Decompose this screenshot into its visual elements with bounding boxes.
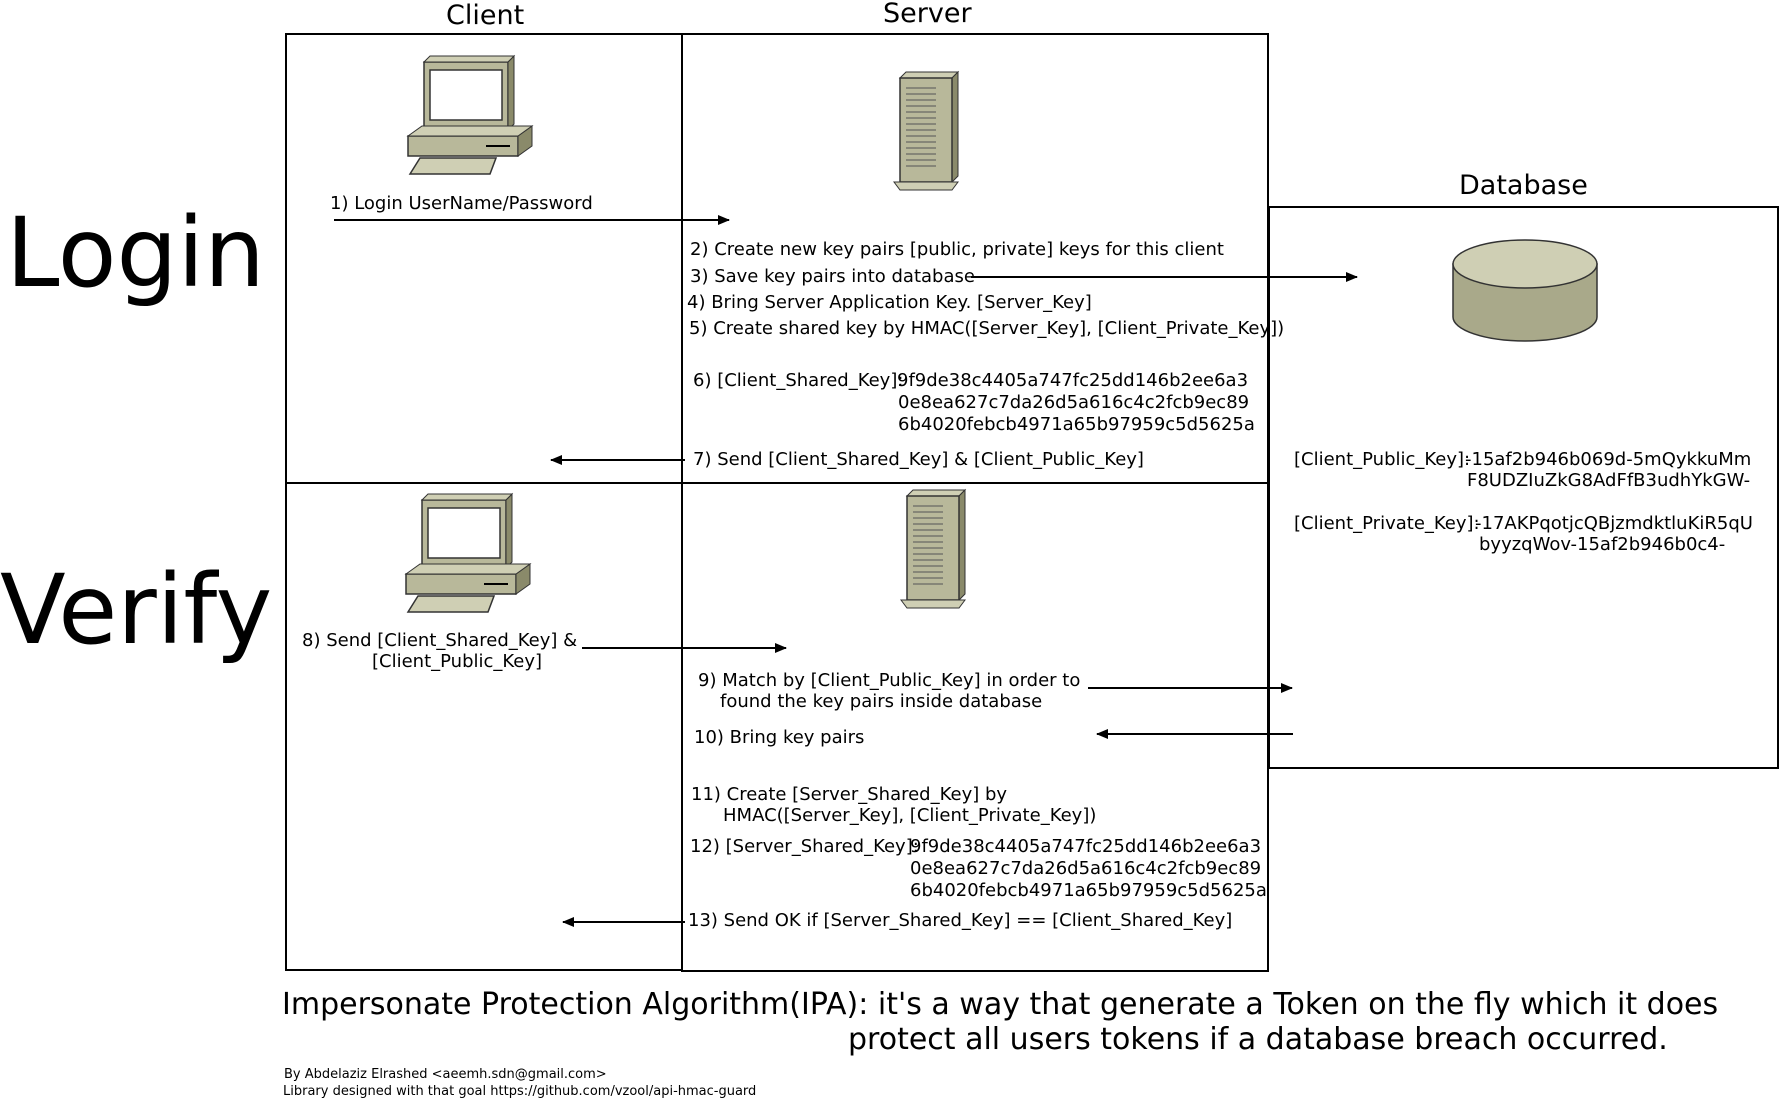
- public-key-value-line: -15af2b946b069d-5mQykkuMm: [1465, 449, 1752, 470]
- caption-line2: protect all users tokens if a database b…: [848, 1022, 1668, 1057]
- step1-label: 1) Login UserName/Password: [330, 193, 593, 214]
- step7-label: 7) Send [Client_Shared_Key] & [Client_Pu…: [693, 449, 1144, 470]
- server-shared-key-line: 6b4020febcb4971a65b97959c5d5625a: [910, 880, 1267, 901]
- client-header: Client: [446, 0, 525, 31]
- step5-label: 5) Create shared key by HMAC([Server_Key…: [689, 318, 1285, 339]
- private-key-label: [Client_Private_Key]:: [1294, 513, 1480, 534]
- step9-label: 9) Match by [Client_Public_Key] in order…: [698, 670, 1081, 691]
- client-computer-icon: [404, 492, 532, 613]
- author-credit: By Abdelaziz Elrashed <aeemh.sdn@gmail.c…: [284, 1067, 607, 1082]
- step2-label: 2) Create new key pairs [public, private…: [690, 239, 1224, 260]
- step9-label-line2: found the key pairs inside database: [720, 691, 1043, 712]
- step6-label: 6) [Client_Shared_Key]:: [693, 370, 904, 391]
- step8-label-line2: [Client_Public_Key]: [372, 651, 543, 672]
- private-key-value-line: byyzqWov-15af2b946b0c4-: [1479, 534, 1726, 555]
- public-key-label: [Client_Public_Key]:: [1294, 449, 1471, 470]
- client-shared-key-line: 0e8ea627c7da26d5a616c4c2fcb9ec89: [898, 392, 1250, 413]
- login-phase-label: Login: [6, 197, 265, 309]
- database-cylinder-icon: [1452, 239, 1598, 342]
- server-shared-key-line: 9f9de38c4405a747fc25dd146b2ee6a3: [910, 836, 1262, 857]
- server-tower-icon: [893, 70, 960, 191]
- public-key-value-line: F8UDZIuZkG8AdFfB3udhYkGW-: [1467, 470, 1751, 491]
- database-header: Database: [1459, 170, 1588, 201]
- database-box: [1268, 206, 1779, 769]
- server-tower-icon: [900, 488, 967, 609]
- step3-label: 3) Save key pairs into database: [690, 266, 975, 287]
- step12-label: 12) [Server_Shared_Key]:: [690, 836, 919, 857]
- client-shared-key-line: 9f9de38c4405a747fc25dd146b2ee6a3: [897, 370, 1249, 391]
- step11-label-line2: HMAC([Server_Key], [Client_Private_Key]): [723, 805, 1097, 826]
- caption-line1: Impersonate Protection Algorithm(IPA): i…: [282, 987, 1719, 1022]
- client-shared-key-line: 6b4020febcb4971a65b97959c5d5625a: [898, 414, 1255, 435]
- server-shared-key-line: 0e8ea627c7da26d5a616c4c2fcb9ec89: [910, 858, 1262, 879]
- client-computer-icon: [406, 54, 534, 175]
- step8-label: 8) Send [Client_Shared_Key] &: [302, 630, 578, 651]
- server-header: Server: [883, 0, 972, 29]
- step13-label: 13) Send OK if [Server_Shared_Key] == [C…: [688, 910, 1233, 931]
- step11-label: 11) Create [Server_Shared_Key] by: [691, 784, 1008, 805]
- step4-label: 4) Bring Server Application Key. [Server…: [687, 292, 1092, 313]
- private-key-value-line: -17AKPqotjcQBjzmdktluKiR5qU: [1475, 513, 1753, 534]
- verify-phase-label: Verify: [0, 554, 273, 666]
- library-credit: Library designed with that goal https://…: [283, 1084, 757, 1099]
- step10-label: 10) Bring key pairs: [694, 727, 865, 748]
